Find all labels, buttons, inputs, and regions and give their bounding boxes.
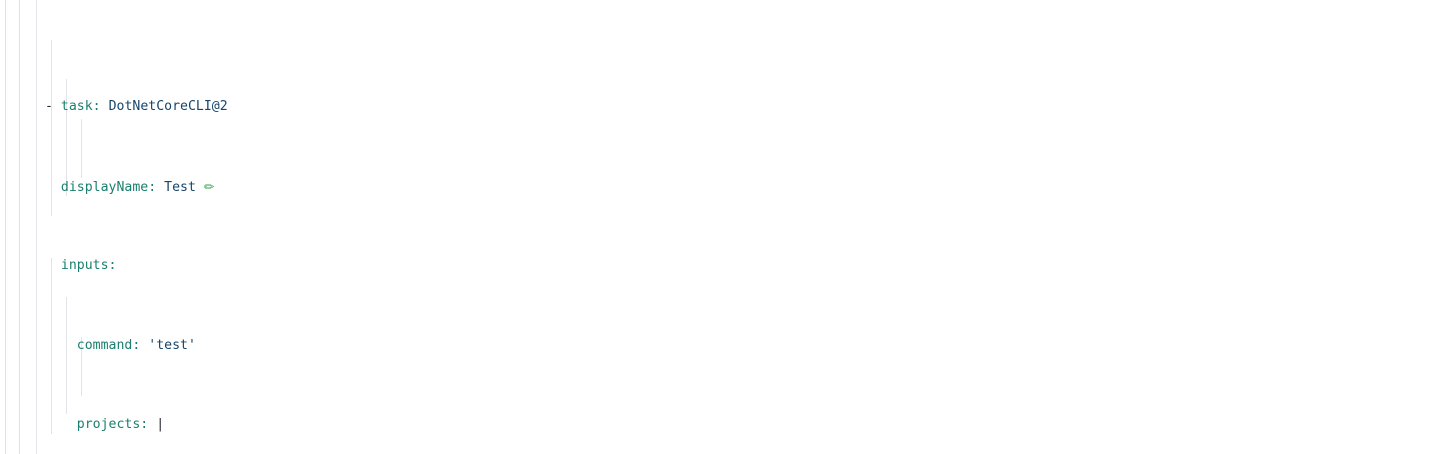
key-task: task: (60, 99, 101, 115)
gutter-rule-outer (5, 0, 6, 454)
block-scalar-indicator: | (156, 416, 165, 432)
indent-guide-task1-level2 (66, 79, 67, 196)
key-display-name: displayName: (60, 179, 157, 195)
indent-guide-task1-level3 (81, 119, 82, 178)
code-line-projects: projects: | (0, 415, 1456, 435)
value-display-name: Test (164, 179, 196, 195)
gutter-rule-middle (19, 0, 20, 454)
indent-guide-task2-level1 (51, 258, 52, 434)
key-command: command: (76, 337, 141, 353)
indent-guide-task2-level3 (81, 337, 82, 396)
pencil-icon: ✏ (203, 178, 215, 194)
code-line-command: command: 'test' (0, 336, 1456, 356)
value-task: DotNetCoreCLI@2 (108, 99, 228, 115)
code-line-inputs: inputs: (0, 256, 1456, 276)
key-inputs: inputs: (60, 258, 117, 274)
code-line-display-name: displayName: Test ✏ (0, 177, 1456, 197)
indent-guide-task2-level2 (66, 297, 67, 414)
sequence-dash: - (45, 99, 53, 115)
gutter-rule-inner (36, 0, 37, 454)
key-projects: projects: (76, 416, 149, 432)
indent-guide-task1-level1 (51, 40, 52, 216)
value-command: 'test' (148, 337, 196, 353)
code-line-task-declaration: - task: DotNetCoreCLI@2 (0, 97, 1456, 117)
